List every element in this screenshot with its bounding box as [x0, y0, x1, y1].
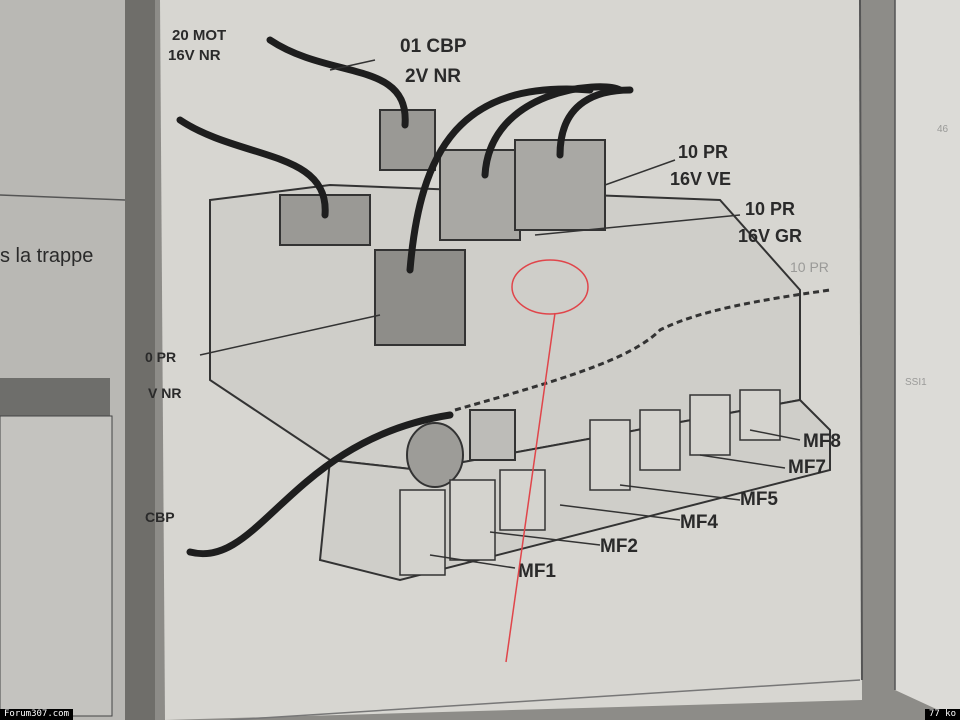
label-20-mot: 20 MOT — [172, 27, 226, 44]
label-20-mot-sub: 16V NR — [168, 47, 221, 64]
fuse-slots — [399, 389, 781, 576]
label-mf5: MF5 — [740, 489, 778, 510]
label-mf8: MF8 — [803, 431, 841, 452]
label-01-cbp: 01 CBP — [400, 36, 467, 57]
label-left-cbp: CBP — [145, 509, 175, 525]
wires — [176, 36, 634, 558]
dashed-wire — [454, 288, 831, 412]
red-pointer-line — [505, 312, 556, 663]
label-right-46: 46 — [937, 124, 949, 135]
label-mf1: MF1 — [518, 561, 556, 582]
label-right-ssi: SSI1 — [905, 377, 927, 388]
label-10-pr-ve-sub: 16V VE — [670, 169, 731, 189]
label-10-pr-ve: 10 PR — [678, 142, 728, 162]
footer-size-badge: 77 ko — [924, 709, 960, 720]
red-circle-annotation — [511, 259, 589, 315]
label-10-pr-faint: 10 PR — [790, 259, 829, 275]
leader-lines — [199, 59, 801, 569]
left-page-text: s la trappe — [0, 245, 93, 267]
footer-site-badge: Forum307.com — [0, 709, 74, 720]
label-mf2: MF2 — [600, 536, 638, 557]
label-mf7: MF7 — [788, 457, 826, 478]
label-01-cbp-sub: 2V NR — [405, 66, 461, 87]
label-left-nr: V NR — [148, 385, 181, 401]
label-mf4: MF4 — [680, 512, 718, 533]
label-10-pr-gr: 10 PR — [745, 199, 795, 219]
label-left-pr: 0 PR — [145, 349, 176, 365]
label-10-pr-gr-sub: 16V GR — [738, 226, 802, 246]
